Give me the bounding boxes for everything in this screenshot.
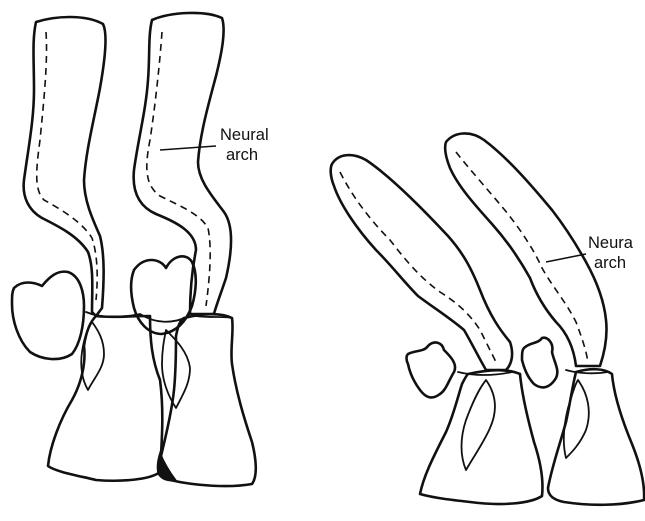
right-panel-neural-arch-1 [331, 155, 512, 370]
right-panel-label-line2: arch [594, 254, 626, 272]
right-panel-facet-left [407, 343, 456, 398]
right-panel-centrum-left [420, 370, 543, 504]
left-panel-dashed-line-2 [147, 32, 210, 306]
left-panel: Neural arch [12, 13, 269, 486]
right-panel-centrum-left-inner [462, 380, 495, 470]
right-panel-centrum-right [548, 369, 644, 505]
left-panel-dashed-line-1 [37, 32, 97, 300]
left-panel-centrum-right [159, 314, 255, 486]
left-panel-label-line1: Neural [220, 126, 269, 144]
left-panel-dark-mark [157, 452, 176, 481]
left-panel-facet-left [12, 272, 84, 359]
right-panel-label-leader [546, 254, 586, 262]
right-panel-neural-arch-2 [445, 133, 606, 366]
right-panel-label-line1: Neura [588, 234, 634, 252]
right-panel: Neura arch [331, 133, 644, 504]
left-panel-neural-arch-2 [134, 13, 231, 314]
right-panel-facet-right [522, 338, 557, 388]
left-panel-centrum-left [48, 316, 162, 481]
left-panel-label-leader [160, 146, 216, 150]
left-panel-label-line2: arch [226, 146, 258, 164]
